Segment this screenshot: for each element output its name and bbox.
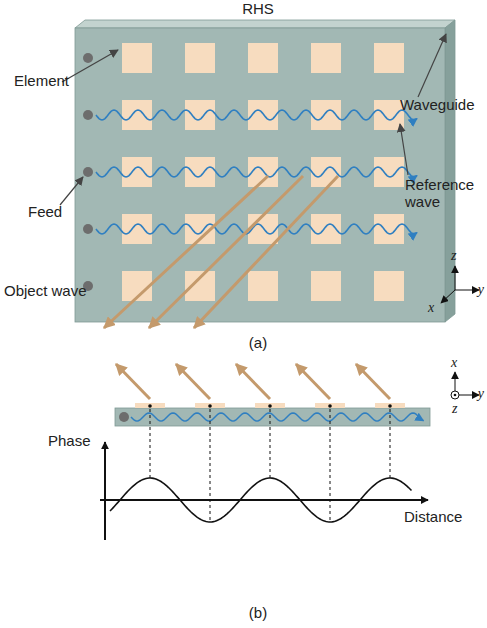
element-square xyxy=(255,403,285,408)
object-wave xyxy=(296,364,330,399)
text-label: Element xyxy=(14,72,69,89)
projection-line xyxy=(210,409,211,522)
axis-label: z xyxy=(451,248,456,264)
projection-line xyxy=(150,409,151,478)
text-label: (a) xyxy=(249,334,267,351)
object-wave xyxy=(116,364,150,399)
waveguide-face xyxy=(75,28,445,322)
waveguide-top xyxy=(75,20,455,28)
text-label: RHS xyxy=(242,0,274,17)
element-square xyxy=(122,214,152,244)
feed-dot xyxy=(83,167,93,177)
reference-wave xyxy=(96,224,417,234)
axis-label: x xyxy=(451,355,457,371)
element-square xyxy=(248,271,278,301)
axis-label: z xyxy=(452,401,457,417)
axis-arrow xyxy=(455,290,479,291)
element-square xyxy=(185,43,215,73)
feed-dot xyxy=(83,110,93,120)
element-square xyxy=(374,100,404,130)
reference-wave xyxy=(131,413,424,421)
text-label: Object wave xyxy=(4,282,87,299)
leader-line xyxy=(400,124,408,175)
element-square xyxy=(185,157,215,187)
projection-line xyxy=(270,409,271,478)
feed-dot xyxy=(83,53,93,63)
element-square xyxy=(374,271,404,301)
element-center-dot xyxy=(388,404,392,408)
element-center-dot xyxy=(208,404,212,408)
leader-line xyxy=(418,34,446,97)
element-square xyxy=(248,43,278,73)
projection-line xyxy=(390,409,391,478)
text-label: Phase xyxy=(48,432,91,449)
axis-out-of-page xyxy=(454,394,457,397)
element-square xyxy=(374,157,404,187)
axis-label: y xyxy=(478,386,484,402)
object-wave xyxy=(104,176,268,328)
text-label: Feed xyxy=(28,203,62,220)
element-center-dot xyxy=(148,404,152,408)
element-square xyxy=(311,43,341,73)
axis-label: y xyxy=(478,282,484,298)
feed-dot xyxy=(83,224,93,234)
element-square xyxy=(122,157,152,187)
phase-curve xyxy=(110,478,412,522)
plot-axis xyxy=(104,442,106,540)
object-wave xyxy=(194,176,338,328)
reference-wave xyxy=(96,110,417,120)
element-square xyxy=(375,403,405,408)
object-wave xyxy=(176,364,210,399)
element-center-dot xyxy=(268,404,272,408)
text-label: Distance xyxy=(404,508,462,525)
element-square xyxy=(374,214,404,244)
text-label: Reference wave xyxy=(405,176,477,211)
object-wave xyxy=(236,364,270,399)
element-center-dot xyxy=(328,404,332,408)
axis-arrow xyxy=(455,266,456,290)
element-square xyxy=(135,403,165,408)
element-square xyxy=(195,403,225,408)
element-square xyxy=(122,43,152,73)
element-square xyxy=(311,271,341,301)
leader-line xyxy=(62,50,118,82)
waveguide-side xyxy=(445,20,455,322)
object-wave xyxy=(149,176,303,328)
reference-wave xyxy=(96,167,417,177)
feed-dot xyxy=(119,412,129,422)
waveguide-bar xyxy=(115,408,430,426)
element-square xyxy=(122,100,152,130)
axis-arrow xyxy=(441,290,455,303)
element-square xyxy=(374,43,404,73)
object-wave xyxy=(356,364,390,399)
leader-line xyxy=(60,177,83,205)
text-label: (b) xyxy=(249,604,267,621)
axis-out-of-page xyxy=(451,391,459,399)
projection-line xyxy=(330,409,331,522)
plot-axis xyxy=(100,499,428,501)
text-label: Waveguide xyxy=(400,96,475,113)
element-square xyxy=(185,100,215,130)
axis-label: x xyxy=(428,300,434,316)
element-square xyxy=(315,403,345,408)
